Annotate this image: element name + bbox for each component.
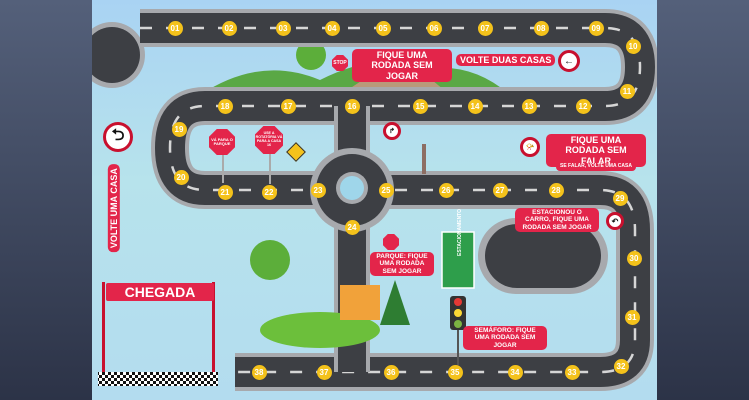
corner-area — [92, 27, 140, 83]
board-square-16[interactable]: 16 — [344, 98, 360, 114]
board-square-30[interactable]: 30 — [626, 250, 642, 266]
board-square-08[interactable]: 08 — [533, 20, 549, 36]
board-square-06[interactable]: 06 — [426, 20, 442, 36]
tree — [296, 40, 326, 70]
road-track — [92, 9, 657, 391]
board-square-38[interactable]: 38 — [251, 364, 267, 380]
parking-lot — [485, 224, 601, 288]
playground — [340, 285, 380, 320]
board-square-29[interactable]: 29 — [612, 190, 628, 206]
board-square-31[interactable]: 31 — [624, 309, 640, 325]
left-arrow-sign-icon: ← — [558, 50, 580, 72]
board-square-25[interactable]: 25 — [378, 182, 394, 198]
parking-sign-text: ESTACIONAMENTO — [457, 208, 463, 256]
u-turn-sign-icon: ⮌ — [103, 122, 133, 152]
board-square-18[interactable]: 18 — [217, 98, 233, 114]
no-right-turn-sign-icon: ↱ — [383, 122, 401, 140]
board-square-11[interactable]: 11 — [619, 83, 635, 99]
traffic-light-label: SEMÁFORO: FIQUE UMA RODADA SEM JOGAR — [463, 326, 547, 351]
go-back-two-label: VOLTE DUAS CASAS — [456, 54, 556, 67]
game-board: 01 02 03 04 05 06 07 08 09 10 11 12 13 14 15 16 17 18 19 20… — [92, 0, 657, 400]
no-talking-label: FIQUE UMA RODADA SEM FALAR — [546, 134, 646, 168]
use-roundabout-sign: USE A ROTATÓRIA VÁ PARA A CASA 16 — [255, 126, 283, 154]
board-square-01[interactable]: 01 — [167, 20, 183, 36]
park-lawn — [260, 312, 380, 348]
board-square-07[interactable]: 07 — [477, 20, 493, 36]
parking-sign — [441, 231, 475, 289]
board-square-28[interactable]: 28 — [548, 182, 564, 198]
board-square-14[interactable]: 14 — [467, 98, 483, 114]
board-square-33[interactable]: 33 — [564, 364, 580, 380]
no-talking-sub-label: SE FALAR, VOLTE UMA CASA — [556, 163, 636, 171]
tree-house — [250, 240, 290, 280]
go-to-park-sign: VÁ PARA O PARQUE — [209, 129, 235, 155]
board-square-12[interactable]: 12 — [575, 98, 591, 114]
board-square-09[interactable]: 09 — [588, 20, 604, 36]
board-square-10[interactable]: 10 — [625, 38, 641, 54]
board-square-24[interactable]: 24 — [344, 219, 360, 235]
board-square-34[interactable]: 34 — [507, 364, 523, 380]
board-square-23[interactable]: 23 — [310, 182, 326, 198]
curve-sign-icon: ↶ — [606, 212, 624, 230]
stop-sign: STOP — [332, 55, 348, 71]
board-square-02[interactable]: 02 — [221, 20, 237, 36]
no-horn-sign-icon: 📯 — [520, 137, 540, 157]
board-square-03[interactable]: 03 — [275, 20, 291, 36]
board-square-22[interactable]: 22 — [261, 184, 277, 200]
board-square-27[interactable]: 27 — [492, 182, 508, 198]
board-square-36[interactable]: 36 — [383, 364, 399, 380]
board-square-21[interactable]: 21 — [217, 184, 233, 200]
board-square-32[interactable]: 32 — [613, 358, 629, 374]
board-square-04[interactable]: 04 — [324, 20, 340, 36]
board-square-19[interactable]: 19 — [171, 121, 187, 137]
board-square-20[interactable]: 20 — [173, 169, 189, 185]
board-square-17[interactable]: 17 — [280, 98, 296, 114]
go-back-one-label: VOLTE UMA CASA — [107, 164, 121, 253]
finish-line — [98, 372, 218, 386]
skip-turn-label: FIQUE UMA RODADA SEM JOGAR — [352, 49, 452, 83]
board-square-05[interactable]: 05 — [375, 20, 391, 36]
finish-banner: CHEGADA — [106, 283, 214, 302]
right-blur-panel — [657, 0, 749, 400]
park-label: PARQUE: FIQUE UMA RODADA SEM JOGAR — [370, 252, 434, 277]
parked-label: ESTACIONOU O CARRO, FIQUE UMA RODADA SEM… — [515, 208, 599, 233]
direction-post — [422, 144, 426, 174]
board-square-35[interactable]: 35 — [447, 364, 463, 380]
board-square-15[interactable]: 15 — [412, 98, 428, 114]
left-blur-panel — [0, 0, 92, 400]
board-square-37[interactable]: 37 — [316, 364, 332, 380]
board-square-13[interactable]: 13 — [521, 98, 537, 114]
board-square-26[interactable]: 26 — [438, 182, 454, 198]
